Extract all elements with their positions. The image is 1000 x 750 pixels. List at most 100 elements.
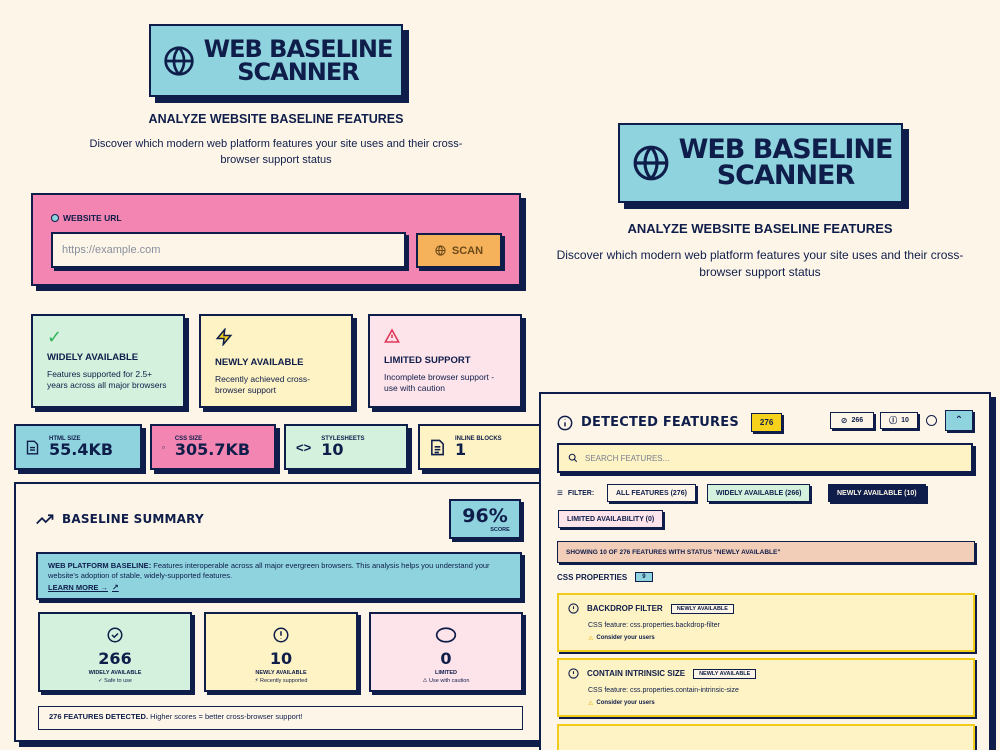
code-icon: <>: [296, 439, 312, 455]
summary-header: BASELINE SUMMARY: [36, 512, 204, 526]
filter-newly-available[interactable]: NEWLY AVAILABLE (10): [828, 484, 926, 502]
check-circle-icon: [107, 627, 123, 643]
summary-title: BASELINE SUMMARY: [62, 512, 204, 526]
trending-up-icon: [36, 514, 54, 525]
search-icon: [568, 453, 578, 463]
alert-circle-icon: [273, 627, 289, 643]
info-card-desc: Incomplete browser support - use with ca…: [384, 372, 495, 393]
feature-code: CSS feature: css.properties.backdrop-fil…: [588, 622, 720, 629]
detected-title: DETECTED FEATURES: [581, 415, 739, 430]
circle-icon: [435, 627, 457, 643]
url-label: WEBSITE URL: [63, 213, 122, 223]
stat-label: STYLESHEETS: [321, 436, 365, 442]
globe-icon: [435, 245, 446, 256]
feature-warning-text: Consider your users: [596, 635, 655, 641]
stat-value: 1: [455, 440, 467, 459]
url-input[interactable]: https://example.com: [51, 232, 406, 268]
feature-card-partial[interactable]: [557, 724, 975, 750]
page-description: Discover which modern web platform featu…: [89, 138, 463, 166]
info-card-desc: Features supported for 2.5+ years across…: [47, 369, 167, 390]
title-line-2: SCANNER: [716, 160, 856, 191]
warning-icon: ⚠: [588, 636, 594, 642]
summary-card-value: 266: [98, 649, 132, 668]
score-label: SCORE: [490, 527, 510, 533]
feature-name: BACKDROP FILTER: [587, 604, 663, 613]
collapse-button[interactable]: ⌃: [945, 410, 973, 431]
stat-label: CSS SIZE: [174, 436, 203, 442]
learn-more-label: LEARN MORE →: [48, 583, 108, 592]
info-card-newly: NEWLY AVAILABLE Recently achieved cross-…: [199, 314, 353, 408]
newly-count-chip: ⓘ10: [880, 412, 918, 429]
alert-circle-icon: [568, 668, 579, 679]
chip-value: 10: [901, 417, 909, 424]
css-properties-group-header: CSS PROPERTIES 9: [557, 572, 653, 582]
summary-card-sub: ⚠ Use with caution: [422, 678, 470, 684]
chevron-up-icon: ⌃: [954, 415, 964, 426]
limited-count-circle-icon: [926, 415, 937, 426]
filter-label-row: ≡ FILTER:: [557, 488, 594, 499]
feature-card-backdrop-filter[interactable]: BACKDROP FILTER NEWLY AVAILABLE CSS feat…: [557, 593, 975, 652]
page-subtitle: ANALYZE WEBSITE BASELINE FEATURES: [148, 112, 404, 126]
file-icon: [26, 440, 39, 454]
search-features-input[interactable]: SEARCH FEATURES...: [557, 443, 973, 473]
feature-warning: ⚠Consider your users: [588, 700, 655, 707]
page-subtitle: ANALYZE WEBSITE BASELINE FEATURES: [627, 221, 893, 236]
url-label-row: WEBSITE URL: [51, 213, 122, 223]
feature-title-row: CONTAIN INTRINSIC SIZE NEWLY AVAILABLE: [568, 668, 757, 679]
footer-text: Higher scores = better cross-browser sup…: [148, 712, 303, 721]
stat-value: 10: [321, 440, 344, 459]
filter-limited-availability[interactable]: LIMITED AVAILABILITY (0): [558, 510, 664, 528]
feature-warning-text: Consider your users: [596, 700, 655, 706]
summary-card-sub: ✓ Safe to use: [98, 678, 132, 684]
scan-label: SCAN: [451, 244, 484, 257]
note-bold: WEB PLATFORM BASELINE:: [48, 561, 152, 570]
warning-icon: ⚠: [588, 701, 594, 707]
stat-value: 305.7KB: [174, 440, 251, 459]
alert-circle-icon: [568, 603, 579, 614]
score-value: 96%: [462, 505, 508, 527]
summary-card-label: WIDELY AVAILABLE: [88, 670, 142, 676]
dot-icon: [51, 214, 59, 222]
globe-icon: [164, 45, 194, 76]
app-title: WEB BASELINE SCANNER: [670, 134, 901, 191]
feature-warning: ⚠Consider your users: [588, 635, 655, 642]
logo-large: WEB BASELINE SCANNER: [618, 123, 903, 203]
filter-all-features[interactable]: ALL FEATURES (276): [607, 484, 696, 502]
summary-card-widely: 266 WIDELY AVAILABLE ✓ Safe to use: [38, 612, 192, 692]
check-icon: ✓: [47, 327, 63, 347]
info-card-widely: ✓ WIDELY AVAILABLE Features supported fo…: [31, 314, 185, 408]
summary-card-label: NEWLY AVAILABLE: [255, 670, 307, 676]
lightning-icon: [215, 327, 233, 347]
feature-card-contain-intrinsic-size[interactable]: CONTAIN INTRINSIC SIZE NEWLY AVAILABLE C…: [557, 658, 975, 717]
group-title: CSS PROPERTIES: [557, 572, 628, 582]
filter-widely-available[interactable]: WIDELY AVAILABLE (266): [707, 484, 811, 502]
summary-card-label: LIMITED: [435, 670, 457, 676]
logo-small: WEB BASELINE SCANNER: [149, 24, 403, 97]
info-card-title: LIMITED SUPPORT: [384, 355, 471, 366]
small-icon: ▫: [162, 442, 165, 452]
chip-value: 266: [851, 417, 864, 424]
filter-icon: ≡: [557, 488, 563, 499]
summary-card-newly: 10 NEWLY AVAILABLE ⚡ Recently supported: [204, 612, 358, 692]
feature-status-badge: NEWLY AVAILABLE: [670, 603, 734, 614]
widely-count-chip: ⊘266: [830, 412, 874, 429]
footer-bold: 276 FEATURES DETECTED.: [49, 712, 149, 721]
baseline-note: WEB PLATFORM BASELINE: Features interope…: [36, 552, 522, 600]
learn-more-link[interactable]: LEARN MORE → ↗: [48, 583, 510, 593]
url-form: WEBSITE URL https://example.com SCAN: [31, 193, 521, 286]
filter-label: FILTER:: [567, 490, 595, 497]
summary-footer: 276 FEATURES DETECTED. Higher scores = b…: [38, 706, 523, 730]
summary-card-limited: 0 LIMITED ⚠ Use with caution: [369, 612, 523, 692]
summary-card-value: 0: [440, 649, 452, 668]
title-line-1: WEB BASELINE: [678, 134, 894, 166]
globe-icon: [633, 145, 669, 181]
summary-card-sub: ⚡ Recently supported: [254, 678, 308, 684]
detected-count-badge: 276: [750, 413, 783, 432]
external-link-icon: ↗: [112, 583, 119, 592]
scan-button[interactable]: SCAN: [416, 233, 502, 268]
summary-card-value: 10: [269, 649, 293, 668]
